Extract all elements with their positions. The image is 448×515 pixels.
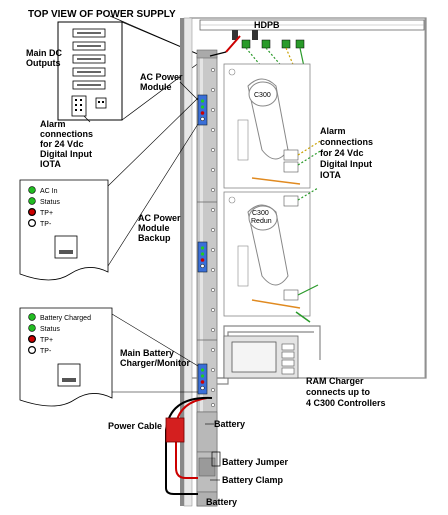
svg-text:AC Power: AC Power (138, 213, 181, 223)
svg-text:4 C300 Controllers: 4 C300 Controllers (306, 398, 386, 408)
svg-text:for 24 Vdc: for 24 Vdc (320, 148, 364, 158)
ac-power-module-backup-label: AC Power Module Backup (138, 213, 181, 243)
diagram-title: TOP VIEW OF POWER SUPPLY (28, 9, 176, 20)
main-dc-outputs-label: Main DC Outputs (26, 48, 63, 68)
ac-power-module-label: AC Power Module (140, 72, 199, 101)
svg-text:for 24 Vdc: for 24 Vdc (40, 139, 84, 149)
svg-text:Alarm: Alarm (40, 119, 66, 129)
svg-text:Main Battery: Main Battery (120, 348, 174, 358)
charger-module-face-icon (57, 363, 81, 387)
battery-bottom-label: Battery (206, 497, 237, 507)
svg-text:AC Power: AC Power (140, 72, 183, 82)
hdpb-bar: HDPB (199, 19, 425, 31)
battery-tp-plus-icon (28, 335, 37, 344)
ac-module-indicator-panel (197, 94, 208, 126)
svg-text:Alarm: Alarm (320, 126, 346, 136)
battery-clamp-label: Battery Clamp (210, 475, 284, 485)
iota-wires (251, 139, 323, 323)
svg-text:Backup: Backup (138, 233, 171, 243)
svg-text:Battery Jumper: Battery Jumper (222, 457, 289, 467)
legend-ac-status-label: Status (40, 199, 60, 206)
power-supply-column (196, 49, 218, 507)
svg-text:connects up to: connects up to (306, 387, 371, 397)
svg-text:Module: Module (140, 82, 172, 92)
battery-charged-led-icon (28, 313, 36, 321)
ram-charger-label: RAM Charger connects up to 4 C300 Contro… (306, 376, 386, 408)
ac-tp-plus-icon (28, 208, 37, 217)
alarm-right-label: Alarm connections for 24 Vdc Digital Inp… (320, 126, 373, 180)
battery-status-led-icon (28, 324, 36, 332)
battery-top-label: Battery (205, 419, 245, 429)
legend-ac-in-label: AC In (40, 188, 58, 195)
main-battery-charger-label: Main Battery Charger/Monitor (120, 348, 190, 368)
top-view-box (57, 21, 123, 121)
svg-text:Battery: Battery (206, 497, 237, 507)
ac-backup-indicator-panel (197, 241, 208, 273)
ac-tp-minus-icon (28, 219, 37, 228)
rack-frame (180, 17, 427, 507)
hdpb-connectors (232, 30, 305, 49)
svg-text:Main DC: Main DC (26, 48, 63, 58)
ac-in-led-icon (28, 186, 36, 194)
battery-jumper-label: Battery Jumper (211, 451, 289, 467)
legend-ac-tp-minus-label: TP- (40, 221, 52, 228)
svg-text:Redun: Redun (251, 218, 272, 225)
svg-text:Digital Input: Digital Input (320, 159, 372, 169)
legend-battery-tp-minus-label: TP- (40, 348, 52, 355)
svg-text:IOTA: IOTA (40, 159, 61, 169)
svg-text:RAM Charger: RAM Charger (306, 376, 364, 386)
battery-legend-items: Battery Charged Status TP+ TP- (28, 313, 91, 355)
legend-battery-tp-plus-label: TP+ (40, 337, 53, 344)
svg-text:connections: connections (320, 137, 373, 147)
power-cable-label: Power Cable (108, 421, 162, 431)
svg-text:Module: Module (138, 223, 170, 233)
legend-battery-status-label: Status (40, 326, 60, 333)
ac-module-face-icon (54, 235, 78, 259)
svg-text:Digital Input: Digital Input (40, 149, 92, 159)
svg-text:C300: C300 (254, 92, 271, 99)
legend-ac-tp-plus-label: TP+ (40, 210, 53, 217)
ram-charger (223, 335, 299, 379)
ac-led-legend-callout: AC In Status TP+ TP- (19, 97, 199, 281)
legend-battery-charged-label: Battery Charged (40, 315, 91, 322)
svg-text:connections: connections (40, 129, 93, 139)
battery-led-legend-callout: Battery Charged Status TP+ TP- (19, 307, 199, 407)
svg-text:Charger/Monitor: Charger/Monitor (120, 358, 190, 368)
svg-text:HDPB: HDPB (254, 20, 280, 30)
battery-charger-indicator-panel (197, 363, 208, 395)
ac-status-led-icon (28, 197, 36, 205)
svg-text:Battery Clamp: Battery Clamp (222, 475, 284, 485)
power-cable-connector (165, 417, 185, 443)
battery-tp-minus-icon (28, 346, 37, 355)
rack-mount-holes (211, 68, 215, 407)
svg-text:Battery: Battery (214, 419, 245, 429)
ac-legend-items: AC In Status TP+ TP- (28, 186, 60, 228)
svg-text:C300: C300 (252, 210, 269, 217)
c300-controller-bottom: C300 Redun (223, 191, 311, 317)
svg-text:IOTA: IOTA (320, 170, 341, 180)
alarm-left-label: Alarm connections for 24 Vdc Digital Inp… (40, 119, 93, 169)
svg-text:Outputs: Outputs (26, 58, 61, 68)
